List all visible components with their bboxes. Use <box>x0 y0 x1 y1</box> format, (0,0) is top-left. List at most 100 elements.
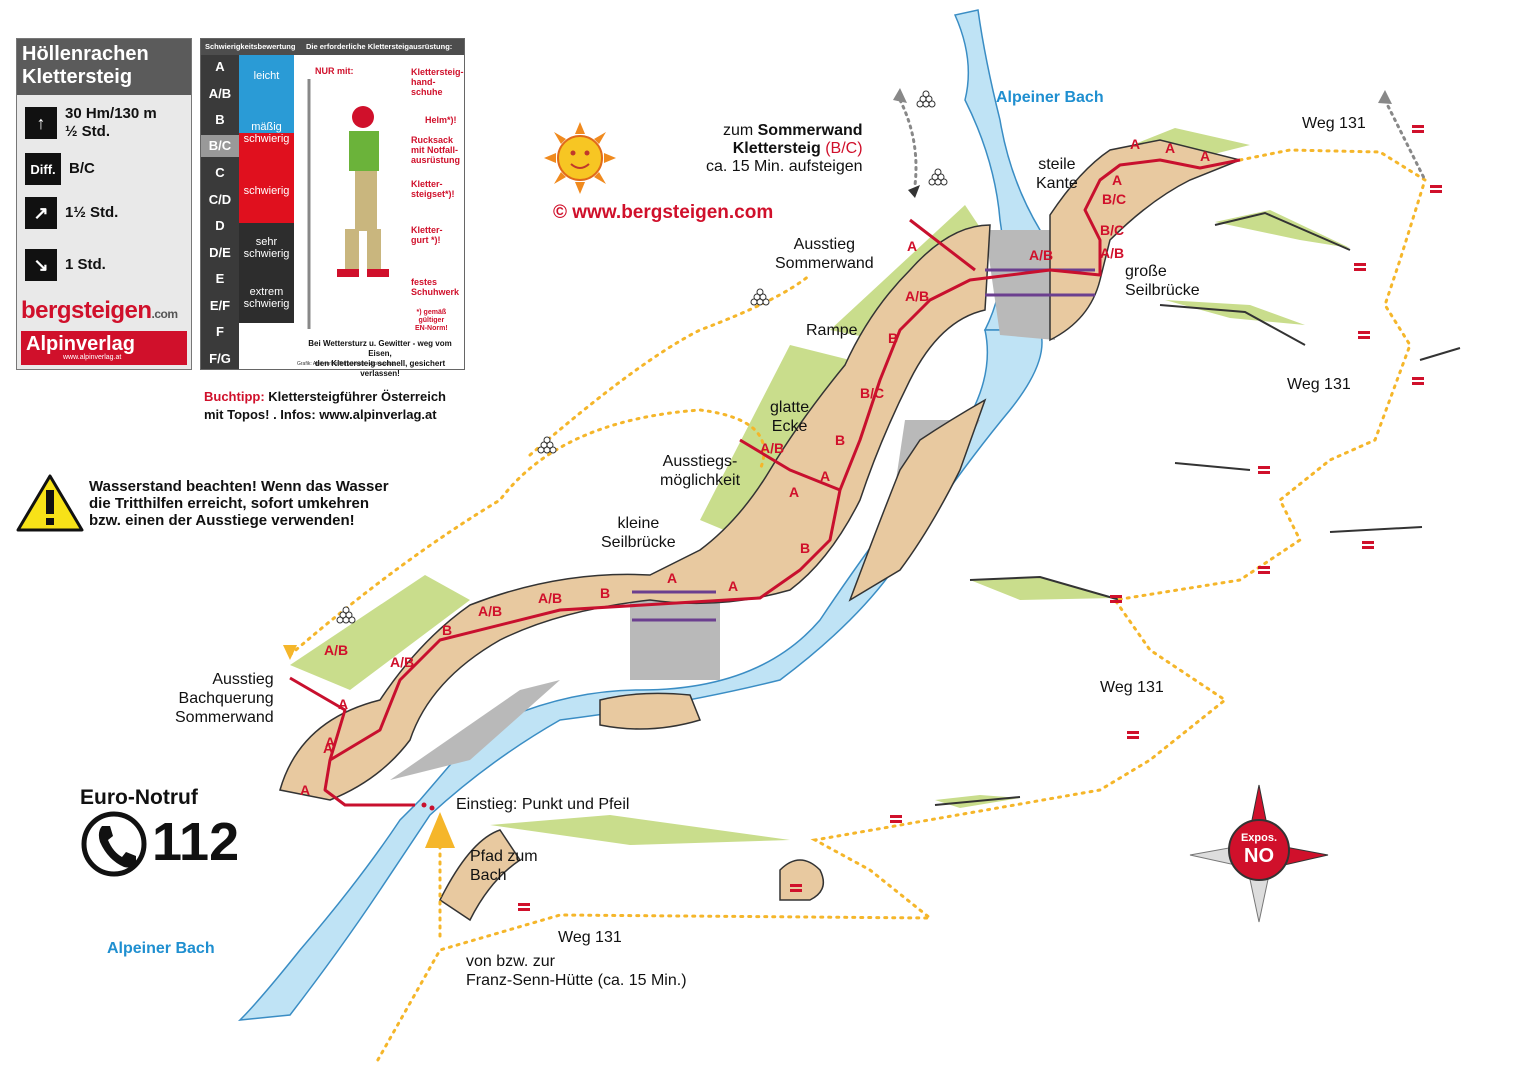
stat-length: ↑ 30 Hm/130 m ½ Std. <box>25 105 157 141</box>
trail-marker-icon <box>1412 124 1424 135</box>
trail-marker-icon <box>1110 594 1122 605</box>
difficulty-band: sehr schwierig <box>239 223 294 273</box>
route-grade: A <box>325 734 336 750</box>
route-grade: A/B <box>760 440 785 456</box>
approach-hiker-icon: ↗ <box>25 197 57 229</box>
hiking-trails <box>288 148 1427 1067</box>
route-grade: A <box>907 238 918 254</box>
grade-letter: B/C <box>201 134 239 157</box>
bergsteigen-logo: bergsteigen.com <box>21 297 178 324</box>
route-grade: A/B <box>324 642 349 658</box>
weg-131-label: Weg 131 <box>558 929 622 946</box>
difficulty-band: schwierig <box>239 159 294 223</box>
route-grade: A <box>323 740 334 756</box>
equipment-item: festes Schuhwerk <box>411 277 460 297</box>
grade-letter: A <box>215 59 225 74</box>
alpinverlag-logo: Alpinverlag www.alpinverlag.at <box>21 331 187 365</box>
stat-difficulty: Diff. B/C <box>25 153 95 185</box>
cliff-edges <box>934 211 1461 806</box>
alpeiner-bach-bottom-label: Alpeiner Bach <box>107 940 215 957</box>
route-grade: A/B <box>1100 245 1125 261</box>
route-grade: B <box>442 622 453 638</box>
trail-marker-icon <box>1258 465 1270 476</box>
equipment-item: *) gemäß gültiger EN-Norm! <box>415 309 448 332</box>
credit-line: Grafik: Alpinverlag Bergsteigen - Alpinv… <box>297 361 395 367</box>
route-grade: B/C <box>860 385 885 401</box>
emergency-title: Euro-Notruf <box>80 786 198 809</box>
rock-formations <box>279 139 1243 922</box>
grade-letter: B <box>215 112 225 127</box>
ausstiegsmoeglichkeit-label: Ausstiegs- möglichkeit <box>660 453 741 489</box>
weg-131-label: Weg 131 <box>1287 376 1351 393</box>
compass-direction: NO <box>1244 845 1274 867</box>
equipment-item: Kletter- steigset*)! <box>411 179 455 199</box>
route-grade: A <box>300 782 311 798</box>
route-markers <box>421 802 435 811</box>
trail-marker-icon <box>518 902 530 913</box>
arrow-up-icon <box>893 88 907 103</box>
stat-approach: ↗ 1½ Std. <box>25 197 118 229</box>
trail-marker-icon <box>1430 184 1442 195</box>
equipment-item: Helm*)! <box>425 115 457 125</box>
compass-label: Expos. <box>1240 832 1278 844</box>
route-grade: A <box>1165 140 1176 156</box>
ausstieg-sommerwand-label: Ausstieg Sommerwand <box>775 236 874 272</box>
compass-icon <box>1189 784 1329 923</box>
weather-note: Bei Wettersturz u. Gewitter - weg vom Ei… <box>308 339 452 378</box>
route-grade: A <box>789 484 800 500</box>
route-title: Höllenrachen Klettersteig <box>17 39 191 95</box>
difficulty-band: extrem schwierig <box>239 273 294 323</box>
copyright-link[interactable]: © www.bergsteigen.com <box>553 202 774 223</box>
emergency-number[interactable]: 112 <box>152 812 240 872</box>
grade-letter: E/F <box>209 297 231 313</box>
dotted-arrows <box>898 98 1427 187</box>
route-grade: B/C <box>1100 222 1125 238</box>
route-grade: B <box>600 585 611 601</box>
route-grade: A/B <box>390 654 415 670</box>
grade-letter: D/E <box>209 244 231 260</box>
difficulty-card: Schwierigkeitsbewertung Die erforderlich… <box>200 38 465 378</box>
difficulty-band: leicht <box>239 55 294 97</box>
route-grade: B <box>888 330 899 346</box>
route-grade: B <box>800 540 811 556</box>
route-grade: A <box>1130 136 1141 152</box>
arrow-down-icon <box>908 185 920 198</box>
trail-marker-icon <box>1127 730 1139 741</box>
route-grade: A/B <box>538 590 563 606</box>
route-grade: A/B <box>478 603 503 619</box>
rampe-label: Rampe <box>806 322 858 339</box>
grade-letter: E <box>215 271 225 286</box>
glatte-ecke-label: glatte Ecke <box>770 399 810 435</box>
arrow-up-icon <box>425 812 455 848</box>
equipment-item: Rucksack mit Notfall- ausrüstung <box>411 135 461 165</box>
equipment-item: Klettersteig- hand- schuhe <box>411 67 464 97</box>
trail-marker-icon <box>790 883 802 894</box>
grade-letter: C/D <box>208 191 232 207</box>
difficulty-icon: Diff. <box>25 153 61 185</box>
climber-icon: ↑ <box>25 107 57 139</box>
kleine-seilbruecke-label: kleine Seilbrücke <box>601 515 676 551</box>
grade-letter: D <box>215 218 225 233</box>
phone-icon <box>81 811 147 877</box>
cairn-icons <box>336 90 948 624</box>
warning-icon <box>16 474 84 532</box>
route-grade: A <box>338 696 349 712</box>
trail-marker-icon <box>1258 565 1270 576</box>
stat-descent: ↘ 1 Std. <box>25 249 106 281</box>
grosse-seilbruecke-label: große Seilbrücke <box>1125 263 1200 299</box>
grade-letter: F/G <box>209 350 231 366</box>
weg-131-label: Weg 131 <box>1100 679 1164 696</box>
route-grade: A <box>1112 172 1123 188</box>
route-grade: B/C <box>1102 191 1127 207</box>
weg-131-label: Weg 131 <box>1302 115 1366 132</box>
trail-marker-icon <box>1412 376 1424 387</box>
route-grade: B <box>835 432 846 448</box>
grade-letter: F <box>216 324 224 339</box>
steile-kante-label: steile Kante <box>1036 156 1078 192</box>
einstieg-label: Einstieg: Punkt und Pfeil <box>456 796 630 813</box>
arrow-down-icon <box>283 645 297 660</box>
route-grade: A/B <box>905 288 930 304</box>
sommerwand-klettersteig-label: zum Sommerwand Klettersteig (B/C) ca. 15… <box>706 122 863 175</box>
trail-marker-icon <box>1354 262 1366 273</box>
